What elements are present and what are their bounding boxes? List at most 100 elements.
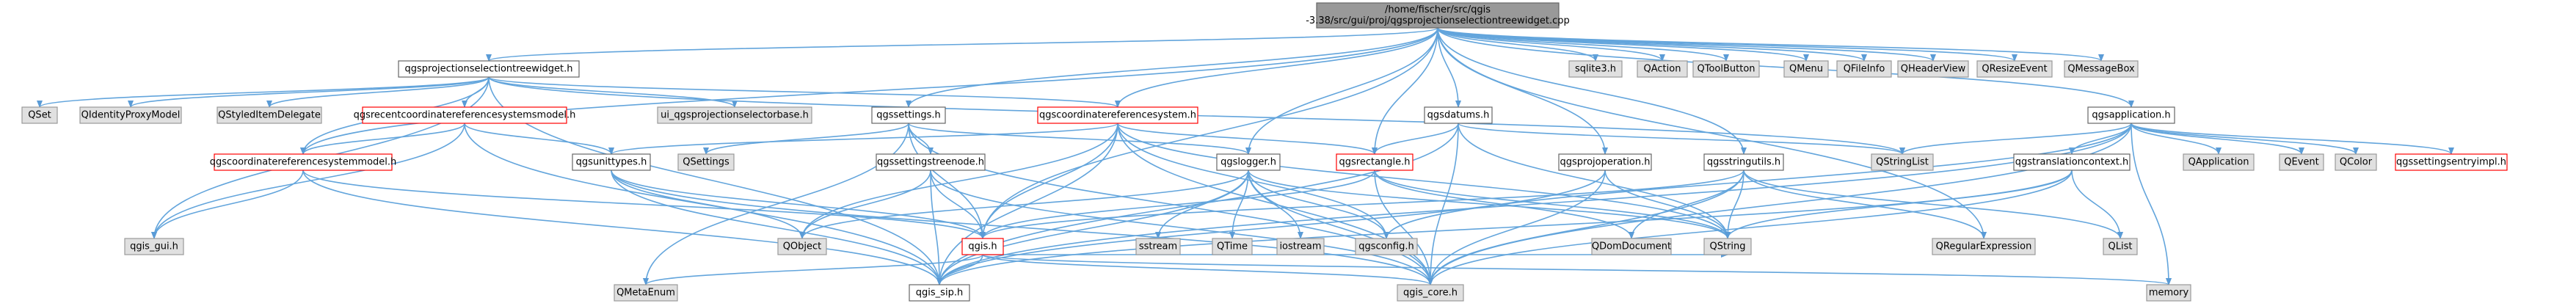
dependency-edge (799, 123, 1118, 239)
dependency-edge (2131, 123, 2172, 285)
dependency-edge (936, 170, 1606, 285)
node-QAction[interactable]: QAction (1637, 60, 1688, 78)
node-QDomDocument[interactable]: QDomDocument (1591, 238, 1672, 255)
dependency-edge (703, 123, 909, 155)
dependency-edge (1248, 170, 1731, 239)
dependency-edge (1604, 170, 1731, 239)
node-iostream[interactable]: iostream (1276, 238, 1325, 255)
dependency-edge (1245, 27, 1438, 155)
node-label: QEvent (2284, 157, 2318, 168)
node-QRegularExpression[interactable]: QRegularExpression (1932, 238, 2036, 255)
node-qgis-h[interactable]: qgis.h (961, 238, 1004, 255)
node-qgscoordinatereferencesystemmodel-h[interactable]: qgscoordinatereferencesystemmodel.h (210, 153, 397, 171)
node-qgis-core-h[interactable]: qgis_core.h (1397, 284, 1464, 302)
node-qgsdatums-h[interactable]: qgsdatums.h (1424, 106, 1493, 124)
node-sstream[interactable]: sstream (1135, 238, 1181, 255)
node-label: QIdentityProxyModel (81, 110, 181, 121)
node-box (1932, 238, 2036, 255)
node-qgstranslationcontext-h[interactable]: qgstranslationcontext.h (2013, 153, 2131, 171)
node-QIdentityProxyModel[interactable]: QIdentityProxyModel (79, 106, 182, 124)
node-QList[interactable]: QList (2103, 238, 2138, 255)
node-QStyledItemDelegate[interactable]: QStyledItemDelegate (217, 106, 322, 124)
node-QObject[interactable]: QObject (777, 238, 827, 255)
dependency-edge (608, 123, 1118, 155)
node-QHeaderView[interactable]: QHeaderView (1897, 60, 1969, 78)
dependency-edge (936, 254, 983, 285)
node-box (2013, 153, 2131, 171)
dependency-edge (980, 170, 1375, 239)
dependency-edge (611, 170, 1433, 285)
node-qgsstringutils-h[interactable]: qgsstringutils.h (1703, 153, 1784, 171)
node-label: QColor (2340, 157, 2373, 168)
node-box (777, 238, 827, 255)
node-qgis-gui-h[interactable]: qgis_gui.h (124, 238, 184, 255)
node-QSettings[interactable]: QSettings (677, 153, 735, 171)
dependency-edge (643, 254, 983, 285)
node-qgsprojoperation-h[interactable]: qgsprojoperation.h (1558, 153, 1652, 171)
node-box (1568, 60, 1623, 78)
node-qgsapplication-h[interactable]: qgsapplication.h (2087, 106, 2175, 124)
node-qgscoordinatereferencesystem-h[interactable]: qgscoordinatereferencesystem.h (1037, 106, 1198, 124)
node-QResizeEvent[interactable]: QResizeEvent (1976, 60, 2053, 78)
dependency-edge (128, 76, 490, 108)
node-box (1871, 153, 1934, 171)
dependency-edge (1248, 170, 1433, 285)
node-qgsrecentcoordinatereferencesystemsmodel-h[interactable]: qgsrecentcoordinatereferencesystemsmodel… (354, 106, 576, 124)
dependency-edge (799, 170, 1249, 239)
dependency-edge (936, 170, 2073, 285)
node-QTime[interactable]: QTime (1212, 238, 1253, 255)
node-QMenu[interactable]: QMenu (1783, 60, 1829, 78)
node-QStringList[interactable]: QStringList (1871, 153, 1934, 171)
node-sqlite3-h[interactable]: sqlite3.h (1568, 60, 1623, 78)
node-box (614, 284, 678, 302)
node-qgssettings-h[interactable]: qgssettings.h (871, 106, 946, 124)
node-QToolButton[interactable]: QToolButton (1692, 60, 1760, 78)
node-QApplication[interactable]: QApplication (2183, 153, 2255, 171)
node-label: qgsapplication.h (2092, 110, 2170, 121)
node-qgis-sip-h[interactable]: qgis_sip.h (909, 284, 970, 302)
node-qgsconfig-h[interactable]: qgsconfig.h (1355, 238, 1418, 255)
node-label: qgis.h (968, 241, 997, 252)
node-qgsunittypes-h[interactable]: qgsunittypes.h (572, 153, 651, 171)
dependency-edge (936, 170, 1249, 285)
dependency-edge (643, 123, 909, 285)
node-qgssettingsentryimpl-h[interactable]: qgssettingsentryimpl.h (2395, 153, 2508, 171)
node-qgsprojectionselectiontreewidget-h[interactable]: qgsprojectionselectiontreewidget.h (398, 60, 580, 78)
node-label: qgsrecentcoordinatereferencesystemsmodel… (354, 110, 576, 121)
node-QColor[interactable]: QColor (2335, 153, 2377, 171)
dependency-edge (37, 76, 490, 108)
node-QMetaEnum[interactable]: QMetaEnum (614, 284, 678, 302)
node-QSet[interactable]: QSet (21, 106, 58, 124)
node-memory[interactable]: memory (2146, 284, 2191, 302)
node-label: QStyledItemDelegate (218, 110, 321, 121)
node-label: QAction (1644, 64, 1681, 75)
dependency-edge (302, 170, 942, 285)
node-QFileInfo[interactable]: QFileInfo (1836, 60, 1892, 78)
node-root[interactable]: /home/fischer/src/qgis-3.38/src/gui/proj… (1306, 2, 1570, 29)
node-qgssettingstreenode-h[interactable]: qgssettingstreenode.h (876, 153, 986, 171)
dependency-edge (1629, 170, 1744, 239)
dependency-edge (1117, 123, 1731, 239)
node-ui-qgsprojectionselectorbase-h[interactable]: ui_qgsprojectionselectorbase.h (657, 106, 812, 124)
dependency-edge (936, 123, 2132, 285)
node-label: QHeaderView (1901, 64, 1966, 75)
dependency-edge (1725, 170, 1744, 239)
node-qgsrectangle-h[interactable]: qgsrectangle.h (1336, 153, 1413, 171)
node-box (1703, 238, 1752, 255)
node-box (876, 153, 986, 171)
node-label: QToolButton (1697, 64, 1755, 75)
node-box (1316, 2, 1560, 29)
node-box (1703, 153, 1784, 171)
node-QMessageBox[interactable]: QMessageBox (2064, 60, 2139, 78)
node-box (2279, 153, 2324, 171)
node-label: /home/fischer/src/qgis (1385, 4, 1491, 15)
dependency-edge (1437, 27, 2017, 62)
dependency-edge (2131, 123, 2222, 155)
dependency-edge (980, 27, 1438, 239)
node-QEvent[interactable]: QEvent (2279, 153, 2324, 171)
node-QString[interactable]: QString (1703, 238, 1752, 255)
node-qgslogger-h[interactable]: qgslogger.h (1216, 153, 1281, 171)
dependency-edge (1117, 123, 1389, 239)
node-label: qgssettingsentryimpl.h (2396, 157, 2506, 168)
dependency-edge (1229, 170, 1249, 239)
